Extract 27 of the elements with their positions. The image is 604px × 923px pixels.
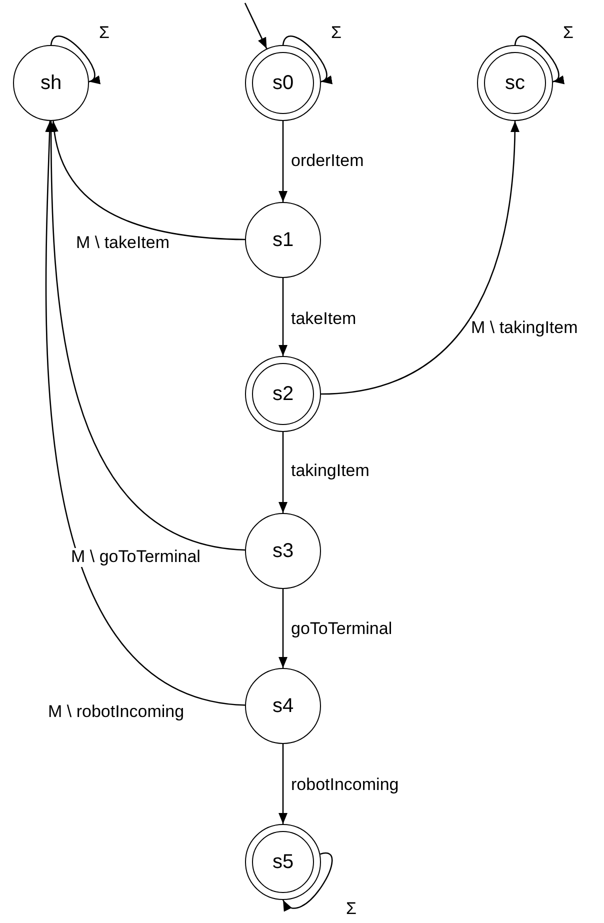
self-loop-arrow <box>282 36 333 82</box>
transition-arrow <box>278 589 288 668</box>
transition-arrow <box>45 120 246 706</box>
state-label: s5 <box>272 850 294 874</box>
self-loop-arrow <box>282 852 333 912</box>
transition-arrow <box>50 120 246 240</box>
start-arrow <box>244 2 268 49</box>
state-label: s2 <box>272 382 294 406</box>
transition-arrow <box>278 432 288 513</box>
transition-label: robotIncoming <box>290 776 400 795</box>
state-label: s4 <box>272 694 294 718</box>
state-label: sc <box>505 72 525 94</box>
self-loop-arrow <box>50 36 101 82</box>
state-label: s1 <box>272 228 294 252</box>
transition-arrow <box>278 121 288 202</box>
transition-label: M \ takingItem <box>470 319 579 338</box>
transition-arrow <box>278 744 288 824</box>
transition-arrow <box>278 278 288 356</box>
transition-arrow <box>320 120 520 395</box>
state-label: s0 <box>272 72 294 94</box>
self-loop-arrow <box>514 36 565 82</box>
state-label: sh <box>40 72 62 94</box>
transition-label: takingItem <box>290 462 370 481</box>
state-label: s3 <box>272 540 294 562</box>
transition-label: goToTerminal <box>290 620 394 639</box>
transition-label: M \ robotIncoming <box>47 703 186 722</box>
transition-label: M \ goToTerminal <box>70 548 202 567</box>
